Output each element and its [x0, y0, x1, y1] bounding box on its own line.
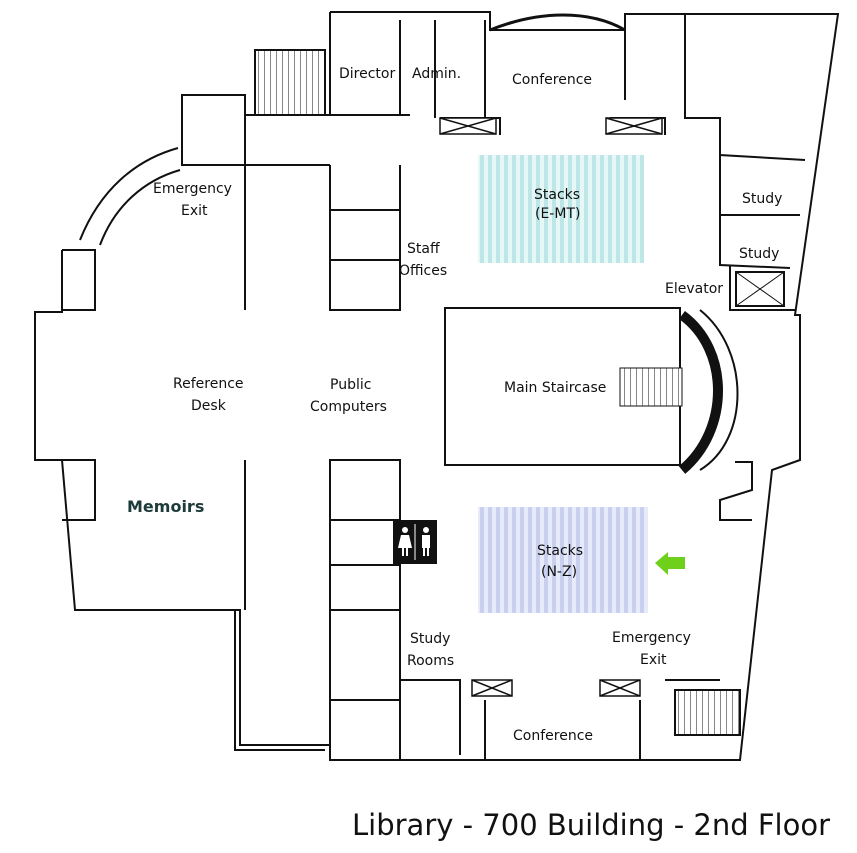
top-stairwell [254, 49, 326, 116]
stacks-em-line1: Stacks [534, 187, 580, 203]
door-markers [439, 117, 663, 697]
emergency-exit-left-line2: Exit [181, 203, 208, 219]
main-staircase-label: Main Staircase [504, 380, 606, 396]
study-rooms-line2: Rooms [407, 653, 454, 669]
bottom-right-stairwell [674, 689, 741, 736]
room-admin: Admin. [412, 66, 461, 82]
room-study-1: Study [742, 191, 782, 207]
main-staircase-curve [678, 310, 723, 474]
main-staircase-steps [619, 367, 683, 407]
elevator-icon [735, 271, 785, 307]
stacks-nz-line1: Stacks [537, 543, 583, 559]
room-study-2: Study [739, 246, 779, 262]
study-rooms-line1: Study [410, 631, 450, 647]
staff-offices-line1: Staff [407, 241, 440, 257]
reference-desk-line1: Reference [173, 376, 244, 392]
room-director: Director [339, 66, 395, 82]
room-conference-bottom: Conference [513, 728, 593, 744]
map-caption: Library - 700 Building - 2nd Floor [352, 808, 831, 842]
walls [34, 11, 840, 761]
staff-offices-line2: Offices [399, 263, 447, 279]
stacks-nz-area [478, 507, 648, 613]
restroom-icon [393, 520, 437, 564]
conference-arc-wall [489, 13, 626, 32]
main-staircase-rail [699, 309, 739, 471]
emergency-exit-left-line1: Emergency [153, 181, 232, 197]
room-conference-top: Conference [512, 72, 592, 88]
memoirs-label: Memoirs [127, 497, 204, 516]
emergency-exit-right-line1: Emergency [612, 630, 691, 646]
stacks-nz-line2: (N-Z) [541, 564, 577, 580]
elevator-label: Elevator [665, 281, 723, 297]
left-curved-stair [79, 147, 181, 246]
public-computers-line1: Public [330, 377, 371, 393]
reference-desk-line2: Desk [191, 398, 227, 414]
emergency-exit-right-line2: Exit [640, 652, 667, 668]
stacks-em-line2: (E-MT) [535, 206, 580, 222]
you-are-here-arrow-icon [655, 552, 685, 575]
public-computers-line2: Computers [310, 399, 387, 415]
stacks-em-area [478, 155, 644, 263]
